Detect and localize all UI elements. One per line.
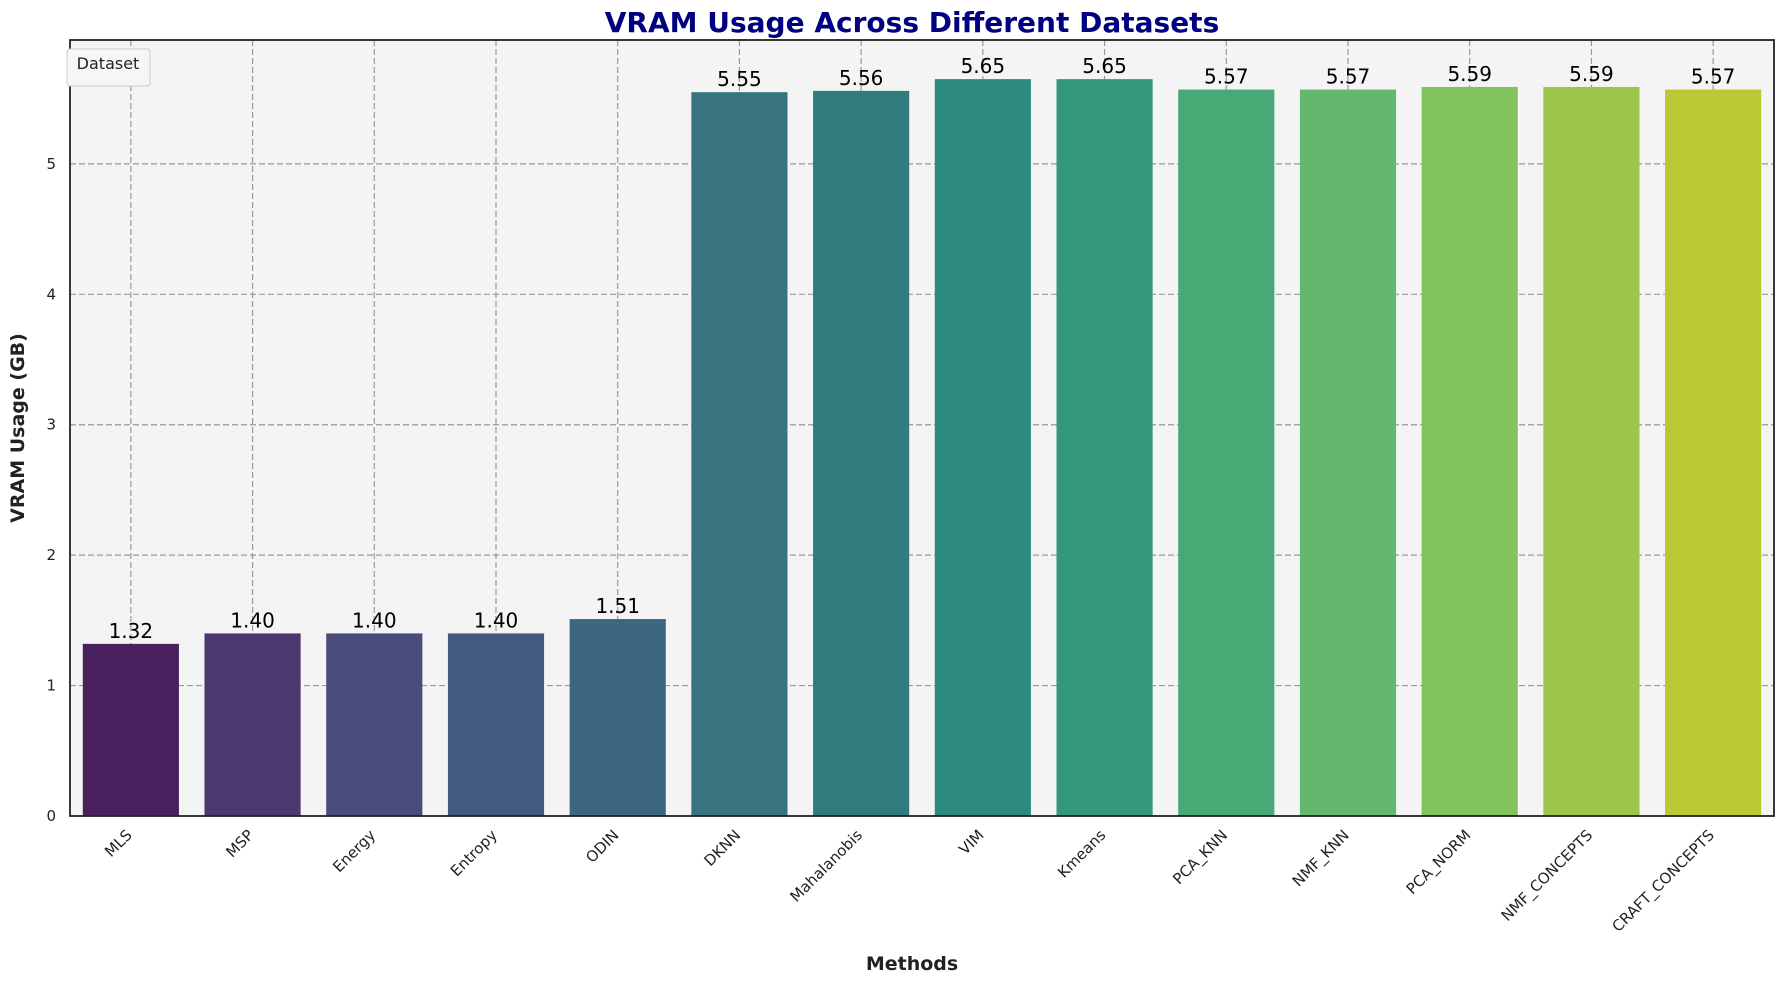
x-tick-label: MSP: [222, 826, 257, 861]
bar-pca-norm: [1421, 86, 1518, 816]
x-tick-label: Entropy: [447, 826, 501, 880]
x-tick-label: MLS: [101, 826, 136, 861]
bar-odin: [569, 619, 666, 816]
data-label: 5.56: [839, 66, 884, 90]
x-tick-label: NMF_KNN: [1289, 826, 1354, 891]
x-axis-label: Methods: [866, 953, 958, 975]
bar-pca-knn: [1178, 89, 1275, 816]
data-label: 1.40: [230, 608, 275, 632]
x-tick-label: Kmeans: [1054, 826, 1109, 881]
bar-dknn: [691, 92, 788, 816]
data-label: 1.51: [595, 594, 640, 618]
bar-energy: [326, 633, 423, 816]
x-tick-label: NMF_CONCEPTS: [1498, 826, 1597, 925]
bar-nmf-knn: [1299, 89, 1397, 816]
y-tick-label: 1: [46, 677, 56, 695]
y-tick-label: 0: [46, 807, 56, 825]
data-label: 5.65: [961, 54, 1006, 78]
data-label: 5.55: [717, 67, 762, 91]
data-label: 5.57: [1204, 65, 1249, 89]
data-labels-layer: 1.32 1.40 1.40 1.40 1.51 5.55 5.56 5.65 5.65 5.57…: [109, 54, 1736, 643]
y-tick-label: 4: [46, 285, 56, 303]
chart-title: VRAM Usage Across Different Datasets: [605, 6, 1219, 39]
data-label: 5.59: [1569, 62, 1614, 86]
x-tick-label: Mahalanobis: [786, 826, 866, 906]
legend-box: [66, 48, 151, 87]
x-tick-label: PCA_KNN: [1169, 826, 1232, 889]
plot-frame: [69, 39, 1775, 817]
bar-mahalanobis: [813, 90, 910, 816]
data-label: 5.57: [1326, 65, 1371, 89]
legend: Dataset: [66, 48, 151, 87]
bar-nmf-concepts: [1543, 86, 1640, 816]
data-label: 5.65: [1082, 54, 1127, 78]
y-tick-label: 5: [46, 155, 56, 173]
data-label: 1.32: [109, 619, 154, 643]
bar-craft-concepts: [1665, 89, 1762, 816]
bar-msp: [204, 633, 301, 816]
bar-mls: [82, 643, 179, 816]
y-axis-label: VRAM Usage (GB): [7, 333, 29, 523]
x-tick-label: PCA_NORM: [1403, 826, 1476, 899]
bar-entropy: [447, 633, 545, 816]
y-tick-label: 2: [46, 546, 56, 564]
legend-title: Dataset: [77, 54, 140, 73]
x-tick-label: CRAFT_CONCEPTS: [1609, 826, 1719, 936]
plot-background: [70, 40, 1774, 816]
bar-vim: [934, 79, 1031, 817]
bars-layer: [82, 79, 1762, 817]
bar-kmeans: [1056, 79, 1153, 817]
x-tick-label: DKNN: [701, 826, 745, 870]
data-label: 1.40: [352, 608, 397, 632]
data-label: 1.40: [474, 608, 519, 632]
x-tick-label: VIM: [955, 826, 987, 858]
x-axis-ticks: MLS MSP Energy Entropy ODIN DKNN Mahalanobis VI…: [101, 826, 1719, 936]
data-label: 5.59: [1447, 62, 1492, 86]
x-tick-label: Energy: [329, 826, 379, 876]
x-tick-label: ODIN: [582, 826, 622, 866]
y-axis-ticks: 0 1 2 3 4 5: [46, 155, 56, 825]
y-tick-label: 3: [46, 416, 56, 434]
data-label: 5.57: [1691, 65, 1736, 89]
